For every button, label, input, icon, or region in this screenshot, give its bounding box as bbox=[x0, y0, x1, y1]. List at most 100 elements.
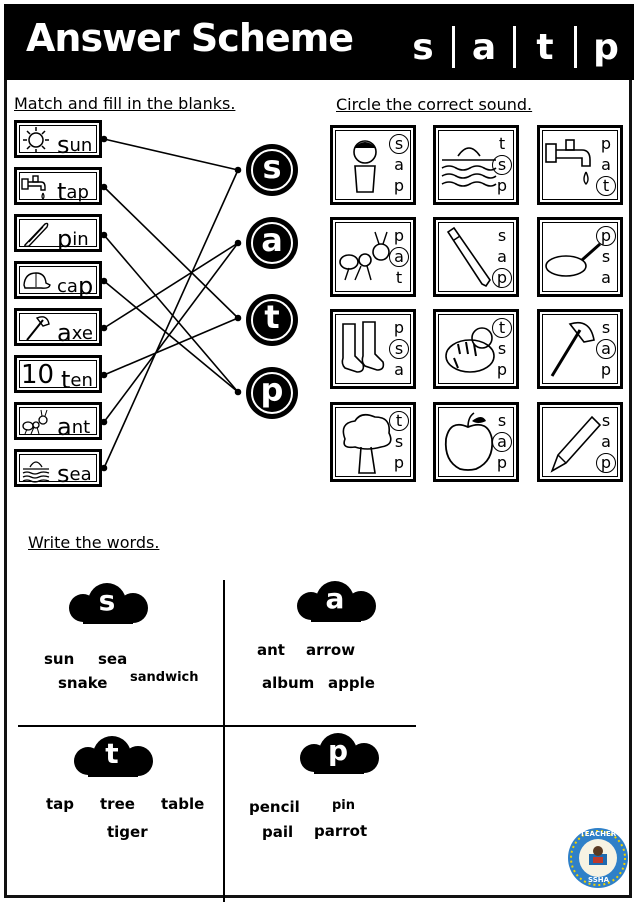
match-word: axe bbox=[57, 317, 93, 347]
sound-option-circled[interactable]: s bbox=[389, 134, 409, 154]
boy-icon bbox=[353, 140, 377, 193]
match-word: cap bbox=[57, 270, 93, 300]
match-item-sun: sun bbox=[14, 120, 102, 159]
apple-icon bbox=[444, 412, 494, 471]
sound-option-circled[interactable]: t bbox=[492, 318, 512, 338]
word-album: album bbox=[262, 674, 315, 692]
match-item-ten: 10 ten bbox=[14, 355, 102, 394]
sound-option[interactable]: s bbox=[394, 432, 404, 451]
sound-option[interactable]: p bbox=[393, 318, 405, 337]
teacher-logo bbox=[568, 828, 628, 888]
header-sound-s: s bbox=[412, 26, 434, 68]
cloud-a bbox=[297, 581, 376, 622]
match-letter: a bbox=[57, 413, 72, 441]
cloud-letter: p bbox=[327, 734, 349, 767]
sound-option[interactable]: s bbox=[601, 411, 611, 430]
match-rest: in bbox=[72, 229, 89, 250]
sound-option[interactable]: s bbox=[497, 411, 507, 430]
sound-option-circled[interactable]: t bbox=[596, 176, 616, 196]
cloud-t bbox=[74, 736, 153, 777]
cloud-p bbox=[300, 733, 379, 774]
cloud-p-label: p bbox=[296, 732, 386, 778]
tree-icon bbox=[342, 413, 392, 474]
match-rest: nt bbox=[71, 417, 91, 438]
cloud-s bbox=[69, 583, 148, 624]
match-item-axe: axe bbox=[14, 308, 102, 347]
sound-option-circled[interactable]: a bbox=[596, 339, 616, 359]
sound-option-circled[interactable]: s bbox=[389, 339, 409, 359]
sound-option[interactable]: a bbox=[601, 155, 611, 174]
match-word: ten bbox=[61, 364, 93, 394]
circle-item-border bbox=[542, 407, 618, 477]
sound-option[interactable]: p bbox=[393, 226, 405, 245]
sound-option[interactable]: a bbox=[394, 360, 404, 379]
sound-option[interactable]: t bbox=[498, 134, 506, 153]
sound-option[interactable]: s bbox=[497, 226, 507, 245]
match-target-s: s bbox=[246, 144, 298, 196]
match-item-border bbox=[19, 172, 97, 200]
sound-option[interactable]: s bbox=[601, 247, 611, 266]
sound-option[interactable]: t bbox=[395, 268, 403, 287]
axe-icon bbox=[550, 321, 595, 377]
sound-option-circled[interactable]: p bbox=[596, 453, 616, 473]
sound-option[interactable]: p bbox=[393, 453, 405, 472]
pan-icon bbox=[545, 242, 601, 277]
match-item-ant: ant bbox=[14, 402, 102, 441]
sound-option-circled[interactable]: t bbox=[389, 411, 409, 431]
sound-option[interactable]: p bbox=[496, 176, 508, 195]
match-rest: un bbox=[69, 135, 93, 156]
sound-option[interactable]: p bbox=[393, 176, 405, 195]
match-rest: ap bbox=[66, 182, 89, 203]
sound-option[interactable]: a bbox=[394, 155, 404, 174]
sound-option-circled[interactable]: p bbox=[596, 226, 616, 246]
sound-option[interactable]: a bbox=[601, 432, 611, 451]
cloud-s-label: s bbox=[65, 582, 155, 628]
circle-item-border bbox=[438, 407, 514, 477]
circle-item-border bbox=[438, 130, 514, 200]
match-word: tap bbox=[57, 176, 89, 206]
match-item-border bbox=[19, 360, 97, 388]
word-tiger: tiger bbox=[107, 823, 148, 841]
tap-icon bbox=[21, 175, 46, 200]
match-item-border bbox=[19, 407, 97, 435]
sound-option[interactable]: a bbox=[497, 247, 507, 266]
match-rest: ea bbox=[69, 464, 92, 485]
section-title-circle: Circle the correct sound. bbox=[336, 95, 533, 114]
word-pin: pin bbox=[332, 798, 356, 813]
match-item-tap: tap bbox=[14, 167, 102, 206]
sound-option-circled[interactable]: a bbox=[492, 432, 512, 452]
sound-option[interactable]: s bbox=[497, 339, 507, 358]
sound-option[interactable]: p bbox=[600, 134, 612, 153]
match-target-letter: s bbox=[262, 148, 282, 186]
match-target-letter: t bbox=[264, 298, 280, 336]
circle-item-border bbox=[542, 130, 618, 200]
sound-option[interactable]: p bbox=[600, 360, 612, 379]
sound-option-circled[interactable]: a bbox=[389, 247, 409, 267]
cloud-t-label: t bbox=[70, 735, 160, 781]
sound-option[interactable]: a bbox=[601, 268, 611, 287]
sound-option[interactable]: s bbox=[601, 318, 611, 337]
cloud-a-label: a bbox=[293, 580, 383, 626]
circle-item-border bbox=[438, 314, 514, 384]
sound-option[interactable]: p bbox=[496, 360, 508, 379]
word-pail: pail bbox=[262, 823, 294, 841]
match-target-letter: a bbox=[261, 221, 283, 259]
ant-icon bbox=[339, 231, 390, 281]
match-target-t: t bbox=[246, 294, 298, 346]
vertical-divider bbox=[223, 580, 225, 902]
match-item-border bbox=[19, 219, 97, 247]
match-letter: s bbox=[57, 460, 70, 488]
sound-option-circled[interactable]: p bbox=[492, 268, 512, 288]
cloud-letter: a bbox=[325, 582, 345, 615]
sound-option[interactable]: p bbox=[496, 453, 508, 472]
sound-option-circled[interactable]: s bbox=[492, 155, 512, 175]
match-target-a: a bbox=[246, 217, 298, 269]
match-letter: p bbox=[57, 225, 73, 253]
match-word: ant bbox=[57, 411, 91, 441]
